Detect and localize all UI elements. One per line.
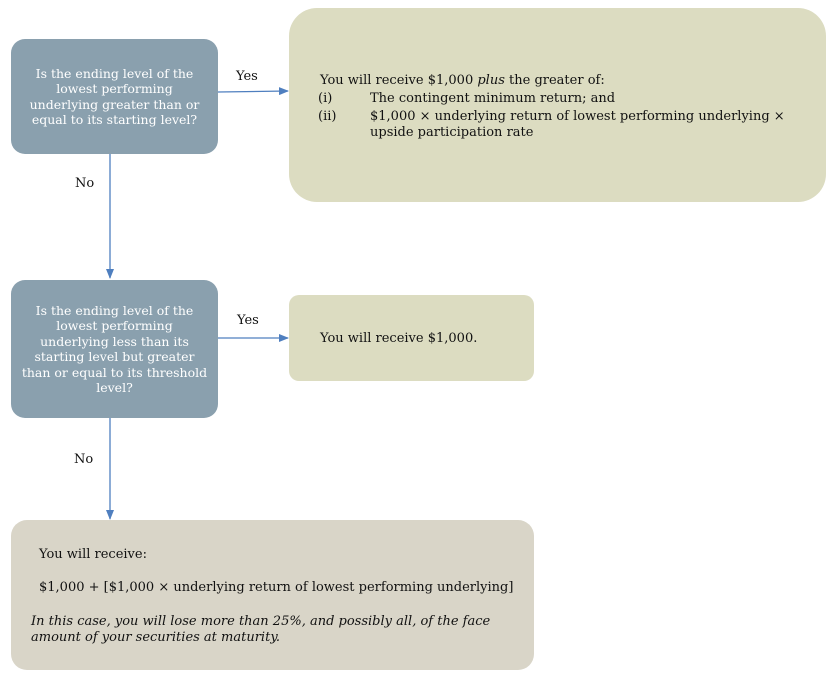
item-text: $1,000 × underlying return of lowest per… bbox=[370, 109, 785, 140]
result-3-note: In this case, you will lose more than 25… bbox=[31, 614, 491, 645]
result-1-item-2: (ii) $1,000 × underlying return of lowes… bbox=[318, 109, 818, 143]
result-box-1: You will receive $1,000 plus the greater… bbox=[289, 8, 826, 202]
result-1-item-1: (i) The contingent minimum return; and bbox=[318, 91, 818, 109]
yes-arrow-1 bbox=[217, 87, 289, 96]
question-box-2: Is the ending level of the lowest perfor… bbox=[11, 280, 218, 418]
result-box-2: You will receive $1,000. bbox=[289, 295, 534, 381]
question-box-1: Is the ending level of the lowest perfor… bbox=[11, 39, 218, 154]
question-2-text: Is the ending level of the lowest perfor… bbox=[21, 302, 208, 396]
result-2-text: You will receive $1,000. bbox=[320, 330, 478, 346]
result-box-3: You will receive: $1,000 + [$1,000 × und… bbox=[11, 520, 534, 670]
item-number: (i) bbox=[318, 91, 333, 106]
yes-label-1: Yes bbox=[236, 69, 258, 84]
result-3-formula: $1,000 + [$1,000 × underlying return of … bbox=[39, 580, 514, 595]
item-number: (ii) bbox=[318, 109, 337, 124]
no-label-1: No bbox=[75, 176, 95, 191]
yes-label-2: Yes bbox=[237, 313, 259, 328]
no-label-2: No bbox=[74, 452, 94, 467]
question-1-text: Is the ending level of the lowest perfor… bbox=[29, 65, 200, 128]
result-1-intro: You will receive $1,000 plus the greater… bbox=[320, 73, 605, 88]
item-text: The contingent minimum return; and bbox=[370, 91, 616, 106]
result-3-intro: You will receive: bbox=[39, 547, 147, 562]
